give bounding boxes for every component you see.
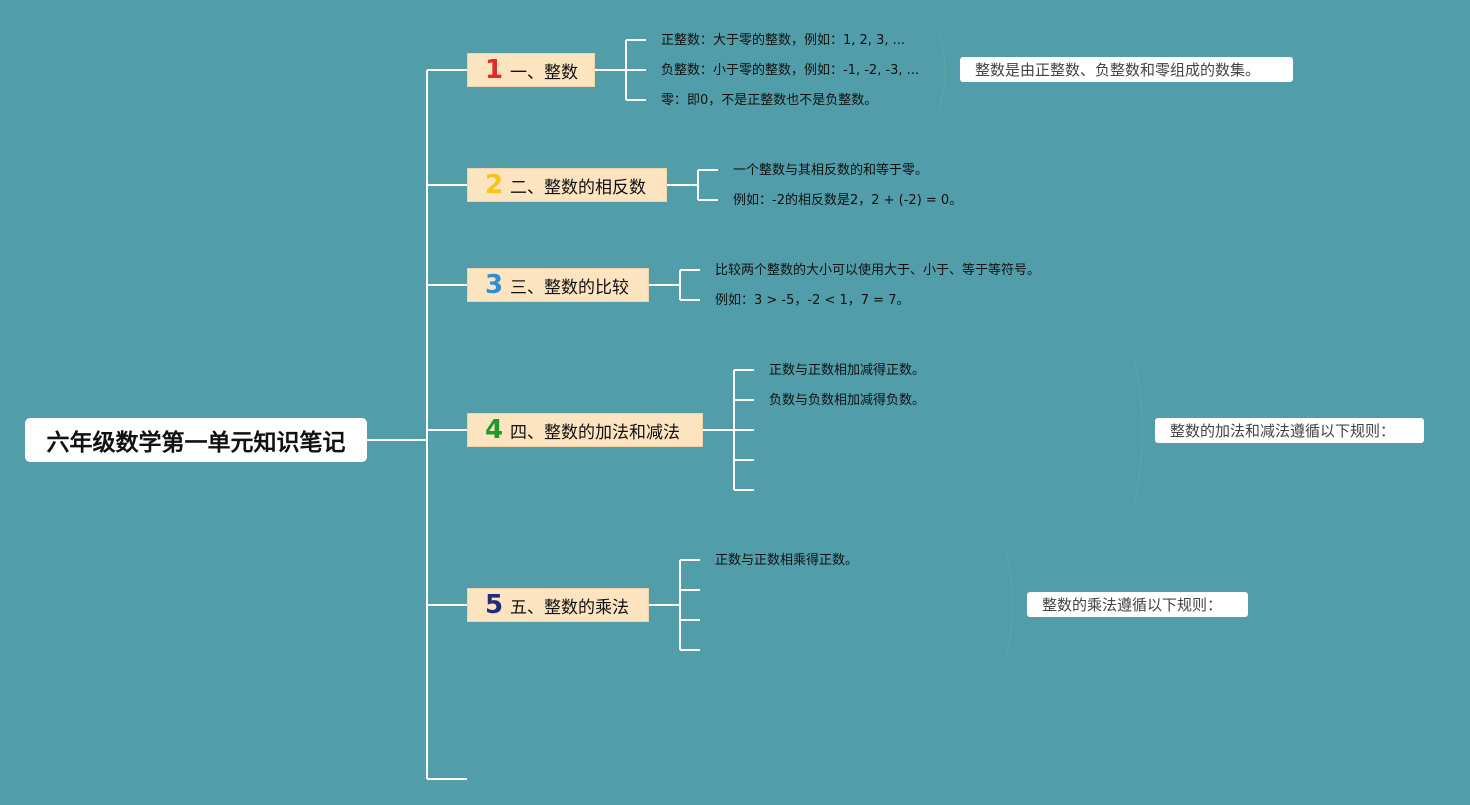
branch-1-label: 一、整数 — [510, 62, 578, 83]
branch-1-summary-text: 整数是由正整数、负整数和零组成的数集。 — [975, 61, 1261, 79]
number-1-icon: 1 — [484, 55, 504, 85]
branch-1-node[interactable]: 1 一、整数 — [467, 53, 595, 87]
branch-4-summary-text: 整数的加法和减法遵循以下规则： — [1170, 422, 1396, 440]
branch-5-label: 五、整数的乘法 — [510, 597, 629, 618]
number-4-icon: 4 — [484, 415, 504, 445]
branch-1-leaf-1[interactable]: 正整数：大于零的整数，例如：1, 2, 3, ... — [661, 33, 906, 48]
branch-1-leaf-2[interactable]: 负整数：小于零的整数，例如：-1, -2, -3, ... — [661, 63, 920, 78]
branch-3-node[interactable]: 3 三、整数的比较 — [467, 268, 649, 302]
branch-4-leaf-2[interactable]: 负数与负数相加减得负数。 — [769, 393, 926, 408]
branch-5-summary[interactable]: 整数的乘法遵循以下规则： — [1027, 592, 1248, 617]
branch-2-leaf-1[interactable]: 一个整数与其相反数的和等于零。 — [733, 163, 929, 178]
branch-4-summary[interactable]: 整数的加法和减法遵循以下规则： — [1155, 418, 1424, 443]
branch-5-node[interactable]: 5 五、整数的乘法 — [467, 588, 649, 622]
branch-5-summary-text: 整数的乘法遵循以下规则： — [1042, 596, 1223, 614]
number-5-icon: 5 — [484, 590, 504, 620]
branch-3-leaf-2[interactable]: 例如：3 > -5，-2 < 1，7 = 7。 — [715, 293, 910, 308]
branch-4-label: 四、整数的加法和减法 — [510, 422, 680, 443]
number-3-icon: 3 — [484, 270, 504, 300]
branch-5-leaf-1[interactable]: 正数与正数相乘得正数。 — [715, 553, 859, 568]
branch-4-leaf-1[interactable]: 正数与正数相加减得正数。 — [769, 363, 926, 378]
branch-1-summary[interactable]: 整数是由正整数、负整数和零组成的数集。 — [960, 57, 1293, 82]
number-2-icon: 2 — [484, 170, 504, 200]
branch-1-leaf-3[interactable]: 零：即0，不是正整数也不是负整数。 — [661, 93, 878, 108]
branch-2-node[interactable]: 2 二、整数的相反数 — [467, 168, 667, 202]
root-topic[interactable]: 六年级数学第一单元知识笔记 — [25, 418, 367, 462]
branch-2-label: 二、整数的相反数 — [510, 177, 646, 198]
branch-4-node[interactable]: 4 四、整数的加法和减法 — [467, 413, 703, 447]
branch-3-label: 三、整数的比较 — [510, 277, 629, 298]
branch-2-leaf-2[interactable]: 例如：-2的相反数是2，2 + (-2) = 0。 — [733, 193, 963, 208]
branch-3-leaf-1[interactable]: 比较两个整数的大小可以使用大于、小于、等于等符号。 — [715, 263, 1041, 278]
root-title: 六年级数学第一单元知识笔记 — [46, 430, 346, 456]
